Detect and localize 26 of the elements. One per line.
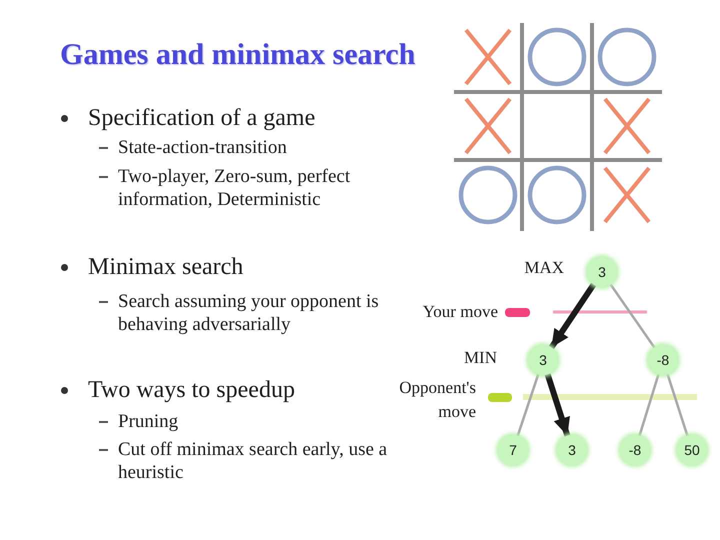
sub-bullet-text: Two-player, Zero-sum, perfect information, Deterministic — [118, 165, 352, 211]
tree-edge — [666, 374, 689, 436]
tree-node: 3 — [557, 435, 587, 465]
arrow — [544, 373, 570, 437]
tree-node: 3 — [587, 257, 617, 287]
bullet-text: Two ways to speedup — [88, 376, 295, 404]
sub-bullet-text: Search assuming your opponent is behaving adversarially — [118, 290, 380, 336]
tree-node: -8 — [620, 435, 650, 465]
level-label: MAX — [524, 258, 564, 278]
tree-node: 3 — [528, 345, 558, 375]
bullet-text: Specification of a game — [88, 104, 316, 132]
tree-edge — [609, 284, 656, 348]
sub-bullet-text: State-action-transition — [118, 136, 287, 159]
bullet-text: Minimax search — [88, 253, 244, 281]
tree-node: -8 — [648, 345, 678, 375]
tree-edge — [516, 374, 540, 436]
sub-bullet-text: Pruning — [118, 410, 178, 433]
tree-node: 7 — [498, 435, 528, 465]
level-label: MIN — [464, 348, 497, 368]
legend-label: Your move — [422, 301, 498, 323]
tree-edge — [638, 374, 660, 436]
arrow — [548, 282, 596, 350]
tree-node: 50 — [677, 435, 707, 465]
slide-title: Games and minimax search — [60, 37, 416, 73]
sub-bullet-text: Cut off minimax search early, use a heuristic — [118, 438, 388, 484]
legend-label: Opponent's move — [399, 377, 476, 423]
